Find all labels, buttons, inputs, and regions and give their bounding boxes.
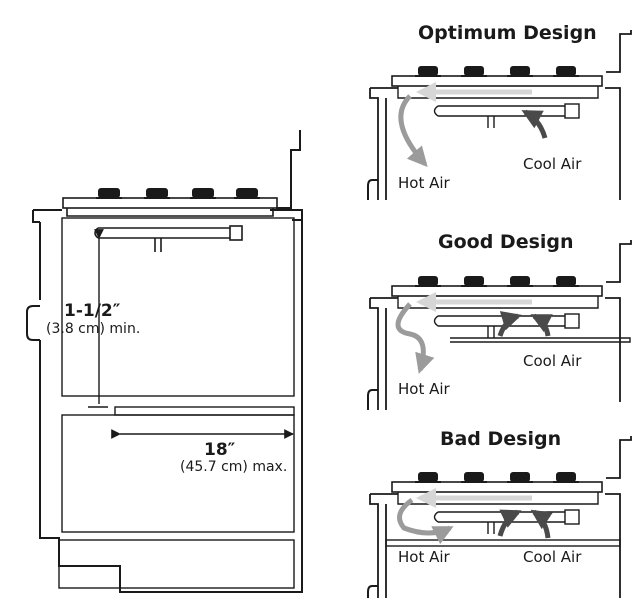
bad-burner-tube: [433, 511, 565, 523]
optimum-cooktop: [391, 75, 603, 87]
good-knob-4: [556, 276, 576, 286]
optimum-knob-3: [510, 66, 530, 76]
good-knob-1: [418, 276, 438, 286]
clearance-metric-label: (3.8 cm) min.: [46, 321, 141, 337]
optimum-hot-air-label: Hot Air: [398, 174, 450, 192]
bad-design-title: Bad Design: [440, 428, 562, 450]
bad-countertop: [370, 493, 621, 598]
optimum-knob-4: [556, 66, 576, 76]
good-countertop: [370, 297, 621, 402]
toe-kick-panel: [58, 539, 295, 589]
good-design-panel: [367, 240, 632, 410]
good-shelf: [450, 337, 631, 343]
optimum-cool-air-label: Cool Air: [523, 155, 582, 173]
bad-wall-outline: [606, 436, 632, 479]
cabinet-inner-box: [61, 217, 295, 397]
good-cool-air-label: Cool Air: [523, 352, 582, 370]
main-cooktop: [62, 188, 278, 252]
optimum-cabinet-handle: [367, 179, 378, 200]
optimum-wall-outline: [606, 30, 632, 73]
bad-hot-air-arrow: [397, 497, 454, 545]
good-knob-3: [510, 276, 530, 286]
optimum-design-panel: [367, 30, 632, 200]
bad-cool-air-arrow: [530, 509, 553, 539]
main-cooktop-knobs: [96, 188, 260, 199]
cabinet-handle: [26, 305, 40, 341]
good-hot-air-arrow: [395, 302, 435, 374]
design-panels: [367, 30, 632, 602]
bad-hot-air-label: Hot Air: [398, 548, 450, 566]
bad-design-panel: [367, 436, 632, 602]
optimum-countertop: [370, 87, 621, 200]
cabinet-outline: [39, 220, 303, 593]
lower-drawer: [61, 414, 295, 533]
optimum-knob-1: [418, 66, 438, 76]
bad-knob-4: [556, 472, 576, 482]
bad-knob-2: [464, 472, 484, 482]
countertop: [33, 209, 303, 221]
bad-cool-air-label: Cool Air: [523, 548, 582, 566]
good-wall-outline: [606, 240, 632, 283]
optimum-burner-tube: [433, 105, 565, 117]
good-cool-air-arrow: [530, 313, 553, 337]
main-cabinet-diagram: [26, 130, 303, 593]
bad-shelf: [385, 539, 621, 547]
optimum-knob-2: [464, 66, 484, 76]
depth-metric-label: (45.7 cm) max.: [180, 459, 288, 475]
bad-knob-3: [510, 472, 530, 482]
good-cooktop: [391, 285, 603, 297]
good-cabinet-handle: [367, 389, 378, 410]
optimum-hot-air-arrow: [398, 94, 428, 167]
depth-value-label: 18″: [204, 440, 236, 460]
optimum-cool-air-arrow: [521, 109, 548, 139]
clearance-value-label: 1-1/2″: [64, 301, 121, 321]
optimum-design-title: Optimum Design: [418, 22, 597, 44]
bad-cooktop: [391, 481, 603, 493]
wall-outline: [276, 130, 301, 209]
drawer-shelf: [114, 406, 295, 416]
bad-knob-1: [418, 472, 438, 482]
good-design-title: Good Design: [438, 231, 574, 253]
bad-cabinet-handle: [367, 585, 378, 602]
good-knob-2: [464, 276, 484, 286]
good-hot-air-label: Hot Air: [398, 380, 450, 398]
